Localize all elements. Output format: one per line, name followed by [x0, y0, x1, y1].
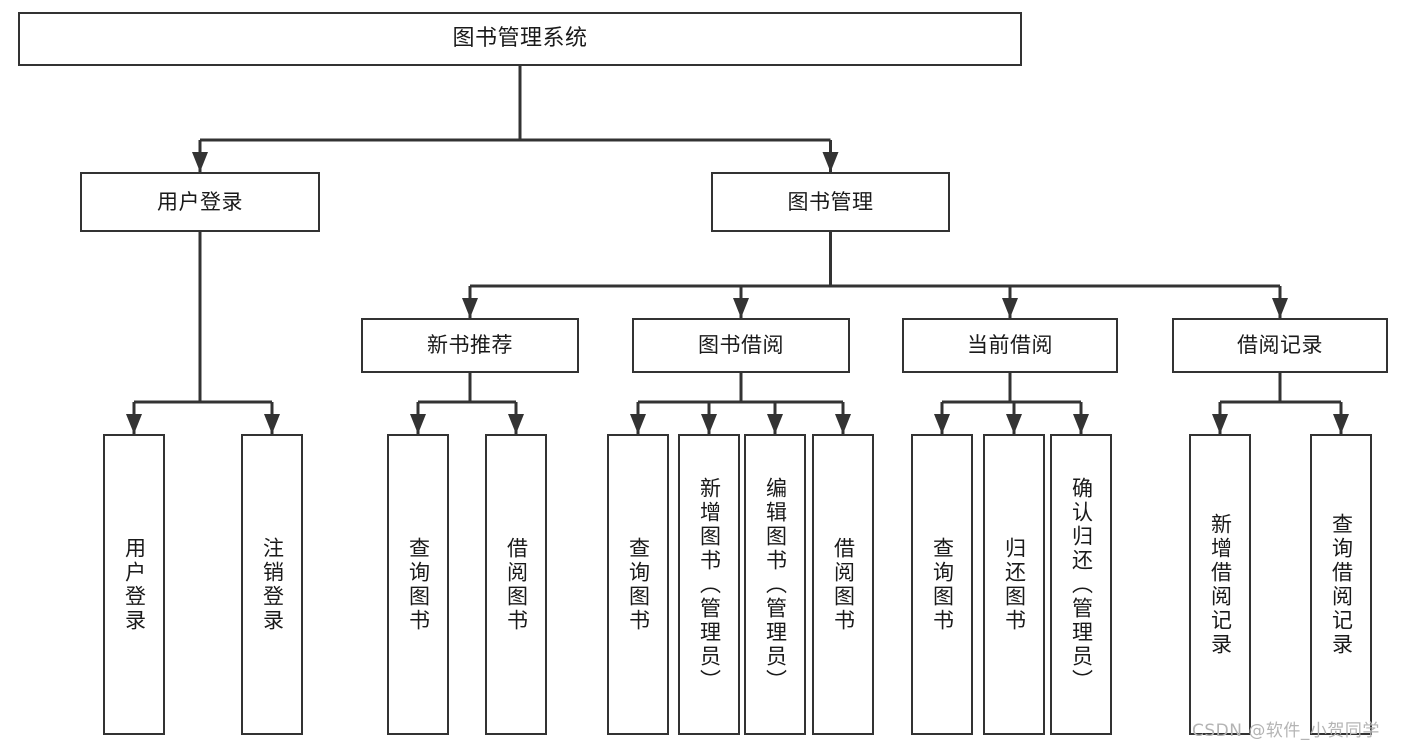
node-leaf-add-record[interactable]: 新增借阅记录 [1189, 434, 1251, 735]
node-label: 注销登录 [260, 536, 285, 633]
node-label: 编辑图书（管理员） [763, 476, 788, 693]
node-label: 查询图书 [930, 536, 955, 633]
csdn-watermark: CSDN @软件_小贺同学 [1192, 721, 1380, 741]
node-leaf-return-book[interactable]: 归还图书 [983, 434, 1045, 735]
node-label: 查询借阅记录 [1329, 512, 1354, 657]
node-label: 图书管理系统 [452, 26, 588, 52]
node-leaf-borrow-book-1[interactable]: 借阅图书 [485, 434, 547, 735]
node-label: 当前借阅 [967, 333, 1053, 358]
node-leaf-query-record[interactable]: 查询借阅记录 [1310, 434, 1372, 735]
node-leaf-user-login[interactable]: 用户登录 [103, 434, 165, 735]
node-leaf-query-book-2[interactable]: 查询图书 [607, 434, 669, 735]
node-label: 新增图书（管理员） [697, 476, 722, 693]
node-label: 归还图书 [1002, 536, 1027, 633]
node-book-borrow[interactable]: 图书借阅 [632, 318, 850, 373]
node-label: 图书管理 [787, 189, 874, 214]
node-label: 查询图书 [406, 536, 431, 633]
node-label: 借阅记录 [1237, 333, 1323, 358]
node-leaf-add-book[interactable]: 新增图书（管理员） [678, 434, 740, 735]
node-label: 新书推荐 [427, 333, 513, 358]
node-label: 确认归还（管理员） [1069, 476, 1094, 693]
node-label: 用户登录 [157, 189, 243, 214]
node-label: 图书借阅 [698, 333, 784, 358]
node-label: 借阅图书 [831, 536, 856, 633]
node-label: 借阅图书 [504, 536, 529, 633]
node-user-login[interactable]: 用户登录 [80, 172, 320, 232]
node-leaf-query-book-3[interactable]: 查询图书 [911, 434, 973, 735]
node-label: 用户登录 [122, 536, 147, 633]
node-root[interactable]: 图书管理系统 [18, 12, 1022, 66]
node-label: 新增借阅记录 [1208, 512, 1233, 657]
node-book-manage[interactable]: 图书管理 [711, 172, 950, 232]
node-leaf-borrow-book-2[interactable]: 借阅图书 [812, 434, 874, 735]
node-new-book-recommend[interactable]: 新书推荐 [361, 318, 579, 373]
node-leaf-query-book-1[interactable]: 查询图书 [387, 434, 449, 735]
node-leaf-confirm-return[interactable]: 确认归还（管理员） [1050, 434, 1112, 735]
node-leaf-logout[interactable]: 注销登录 [241, 434, 303, 735]
node-label: 查询图书 [626, 536, 651, 633]
node-borrow-record[interactable]: 借阅记录 [1172, 318, 1388, 373]
node-leaf-edit-book[interactable]: 编辑图书（管理员） [744, 434, 806, 735]
node-current-borrow[interactable]: 当前借阅 [902, 318, 1118, 373]
